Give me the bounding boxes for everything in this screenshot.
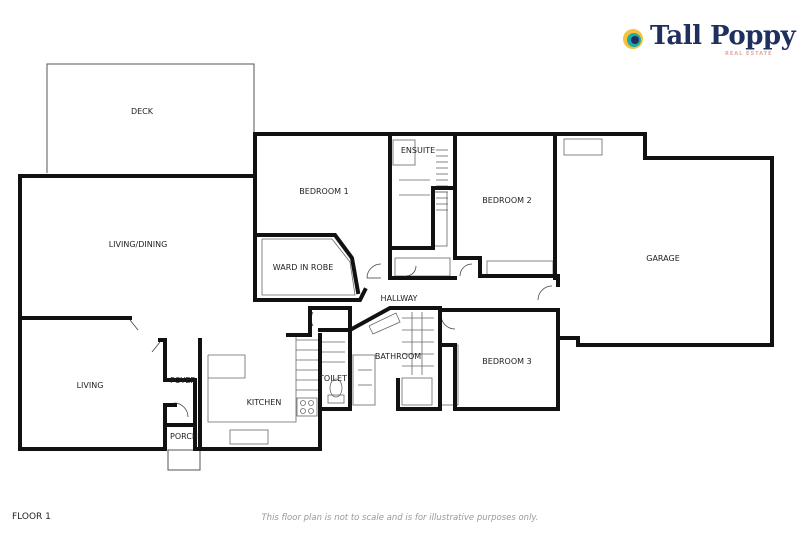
room-label-living-dining: LIVING/DINING <box>109 240 168 249</box>
floor-plan: DECK LIVING/DINING BEDROOM 1 WARD IN ROB… <box>18 63 774 471</box>
room-label-foyer: FOYER <box>170 376 196 385</box>
room-label-porch: PORCH <box>170 432 198 441</box>
disclaimer: This floor plan is not to scale and is f… <box>261 513 539 523</box>
room-label-deck: DECK <box>131 107 154 116</box>
walls <box>18 132 774 451</box>
room-label-hallway: HALLWAY <box>381 294 418 303</box>
room-label-garage: GARAGE <box>646 254 680 263</box>
room-label-ward-in-robe: WARD IN ROBE <box>273 263 334 272</box>
room-label-kitchen: KITCHEN <box>247 398 282 407</box>
room-label-ensuite: ENSUITE <box>401 146 435 155</box>
room-label-bathroom: BATHROOM <box>375 352 421 361</box>
porch-step <box>167 449 201 471</box>
room-label-bedroom2: BEDROOM 2 <box>482 196 531 205</box>
brand-name: Tall Poppy <box>650 21 796 51</box>
floor-label: FLOOR 1 <box>12 512 51 522</box>
poppy-icon <box>623 29 643 49</box>
brand-tagline: REAL ESTATE <box>725 51 773 57</box>
room-label-living: LIVING <box>77 381 104 390</box>
deck-outline <box>46 63 255 173</box>
room-label-toilet: TOILET <box>318 374 347 383</box>
room-label-bedroom3: BEDROOM 3 <box>482 357 531 366</box>
room-label-bedroom1: BEDROOM 1 <box>299 187 348 196</box>
